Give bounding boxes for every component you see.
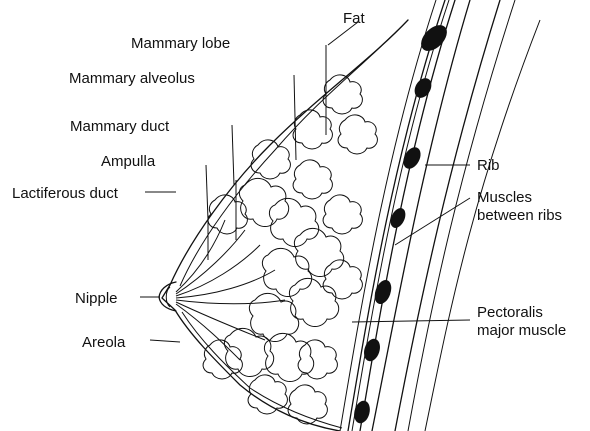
rib-2 bbox=[412, 76, 434, 100]
label-pectoralis-line2: major muscle bbox=[477, 322, 566, 339]
label-mammary-lobe: Mammary lobe bbox=[131, 35, 230, 52]
rib-7 bbox=[352, 400, 371, 425]
leader-mammary-alveolus bbox=[294, 75, 296, 160]
leader-ampulla bbox=[206, 165, 208, 220]
label-mammary-alveolus: Mammary alveolus bbox=[69, 70, 195, 87]
label-nipple: Nipple bbox=[75, 290, 118, 307]
leader-pectoralis bbox=[352, 320, 470, 322]
rib-6 bbox=[362, 337, 382, 362]
leader-muscles bbox=[395, 198, 470, 245]
leader-mammary-duct bbox=[232, 125, 234, 185]
label-muscles-between-ribs-line1: Muscles bbox=[477, 189, 532, 206]
label-lactiferous-duct: Lactiferous duct bbox=[12, 185, 119, 202]
label-fat: Fat bbox=[343, 10, 366, 27]
label-ampulla: Ampulla bbox=[101, 153, 156, 170]
ribs bbox=[352, 21, 451, 424]
rib-5 bbox=[372, 278, 393, 305]
label-mammary-duct: Mammary duct bbox=[70, 118, 170, 135]
label-rib: Rib bbox=[477, 157, 500, 174]
rib-1 bbox=[417, 21, 451, 55]
lactiferous-ducts bbox=[176, 180, 285, 360]
label-areola: Areola bbox=[82, 334, 126, 351]
nipple bbox=[159, 282, 176, 311]
label-muscles-between-ribs-line2: between ribs bbox=[477, 207, 562, 224]
rib-3 bbox=[401, 145, 424, 171]
label-pectoralis-line1: Pectoralis bbox=[477, 304, 543, 321]
rib-4 bbox=[388, 206, 407, 229]
labels: Fat Mammary lobe Mammary alveolus Mammar… bbox=[12, 10, 566, 351]
leader-areola bbox=[150, 340, 180, 342]
